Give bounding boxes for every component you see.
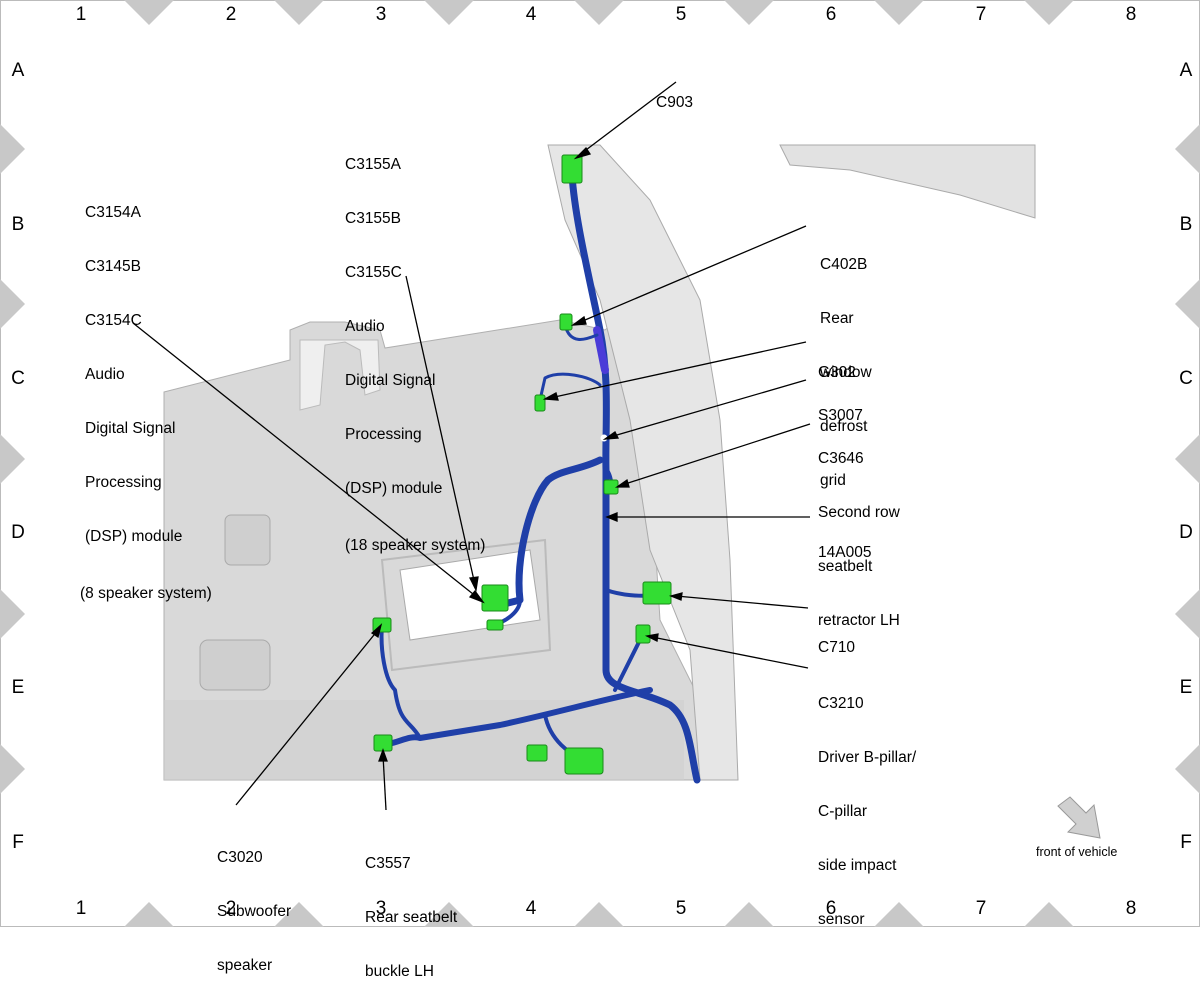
callout-line: (8 speaker system) (80, 585, 212, 602)
grid-row-left-a: A (11, 60, 25, 81)
grid-col-bottom-5: 5 (675, 898, 687, 919)
grid-col-bottom-4: 4 (525, 898, 537, 919)
callout-line: C3646 (818, 450, 864, 467)
callout-g302: G302 (818, 328, 856, 400)
grid-col-top-7: 7 (975, 4, 987, 25)
callout-line: C3155B (345, 210, 402, 227)
callout-line: buckle LH (365, 963, 434, 980)
connector-c903 (561, 154, 583, 184)
callout-line: Processing (85, 474, 162, 491)
harness-14A005 (379, 171, 701, 784)
callout-line: sensor (818, 911, 865, 928)
grid-row-left-d: D (11, 522, 25, 543)
callout-c903: C903 (656, 58, 693, 130)
grid-row-right-f: F (1180, 832, 1192, 853)
callout-line: C3020 (217, 849, 263, 866)
connector-g302 (534, 394, 546, 412)
grid-col-top-2: 2 (225, 4, 237, 25)
diagram-graphic (0, 0, 1200, 927)
callout-line: C710 (818, 639, 856, 656)
callout-line: defrost (820, 418, 868, 435)
callout-line: window (820, 364, 872, 381)
callout-c402b: C402B Rear window defrost grid (820, 220, 872, 508)
connector-dsp (481, 584, 509, 612)
grid-col-bottom-1: 1 (75, 898, 87, 919)
callout-line: C3155C (345, 264, 402, 281)
front-of-vehicle-arrow-icon (1057, 796, 1101, 839)
callout-line: grid (820, 472, 846, 489)
connector-c3210 (635, 624, 651, 644)
connector-lower-2 (564, 747, 604, 775)
callout-line: Rear (820, 310, 854, 327)
callout-c3646: C3646 Second row seatbelt retractor LH (818, 414, 900, 648)
leader-lines (132, 81, 811, 811)
front-of-vehicle-label: front of vehicle (1036, 845, 1118, 859)
callout-line: Processing (345, 426, 422, 443)
connector-dsp-2 (486, 619, 504, 631)
callout-line: (18 speaker system) (345, 537, 486, 554)
grid-col-top-3: 3 (375, 4, 387, 25)
callout-line: Subwoofer (217, 903, 292, 920)
grid-row-left-e: E (11, 677, 25, 698)
callout-line: C903 (656, 94, 694, 111)
grid-row-right-b: B (1179, 214, 1193, 235)
grid-row-right-a: A (1179, 60, 1193, 81)
grid-col-top-4: 4 (525, 4, 537, 25)
callout-line: C-pillar (818, 803, 868, 820)
callout-line: Rear seatbelt (365, 909, 458, 926)
callout-line: (DSP) module (85, 528, 183, 545)
callout-line: C3145B (85, 258, 142, 275)
callout-c3210: C3210 Driver B-pillar/ C-pillar side imp… (818, 659, 916, 947)
callout-line: Digital Signal (345, 372, 436, 389)
connector-lower-1 (526, 744, 548, 762)
grid-col-top-6: 6 (825, 4, 837, 25)
connector-c710 (642, 581, 672, 605)
connector-c402b (559, 313, 573, 331)
callout-line: S3007 (818, 407, 863, 424)
callout-c710: C710 (818, 603, 855, 675)
grid-row-right-d: D (1179, 522, 1193, 543)
grid-row-right-c: C (1179, 368, 1193, 389)
callout-dsp-18: C3155A C3155B C3155C Audio Digital Signa… (345, 120, 485, 573)
callout-c3020: C3020 Subwoofer speaker (217, 813, 291, 993)
callout-dsp-8: C3154A C3145B C3154C Audio Digital Signa… (80, 168, 212, 621)
callout-line: C3154C (85, 312, 142, 329)
callout-line: side impact (818, 857, 897, 874)
grid-row-left-b: B (11, 214, 25, 235)
grid-row-right-e: E (1179, 677, 1193, 698)
callout-14a005: 14A005 (818, 508, 871, 580)
callout-s3007: S3007 (818, 371, 863, 443)
callout-line: (DSP) module (345, 480, 443, 497)
grid-row-left-f: F (12, 832, 24, 853)
callout-line: 14A005 (818, 544, 872, 561)
callout-line: speaker (217, 957, 273, 974)
callout-line: seatbelt (818, 558, 873, 575)
callout-line: Second row (818, 504, 900, 521)
callout-line: G302 (818, 364, 856, 381)
grid-col-bottom-3: 3 (375, 898, 387, 919)
grid-row-left-c: C (11, 368, 25, 389)
grid-col-bottom-7: 7 (975, 898, 987, 919)
callout-line: retractor LH (818, 612, 900, 629)
callout-line: Digital Signal (85, 420, 176, 437)
callout-line: C3154A (85, 204, 142, 221)
vehicle-body (163, 144, 1036, 781)
border-diamonds (0, 0, 1200, 927)
grid-col-bottom-6: 6 (825, 898, 837, 919)
grid-col-top-5: 5 (675, 4, 687, 25)
grid-col-top-1: 1 (75, 4, 87, 25)
grid-col-bottom-2: 2 (225, 898, 237, 919)
grid-col-bottom-8: 8 (1125, 898, 1137, 919)
callout-line: C402B (820, 256, 868, 273)
callout-line: C3210 (818, 695, 864, 712)
callout-line: Audio (85, 366, 125, 383)
grid-col-top-8: 8 (1125, 4, 1137, 25)
callout-c3557: C3557 Rear seatbelt buckle LH (365, 819, 457, 999)
callout-line: C3155A (345, 156, 402, 173)
callout-line: Driver B-pillar/ (818, 749, 917, 766)
callout-line: C3557 (365, 855, 411, 872)
callout-line: Audio (345, 318, 385, 335)
